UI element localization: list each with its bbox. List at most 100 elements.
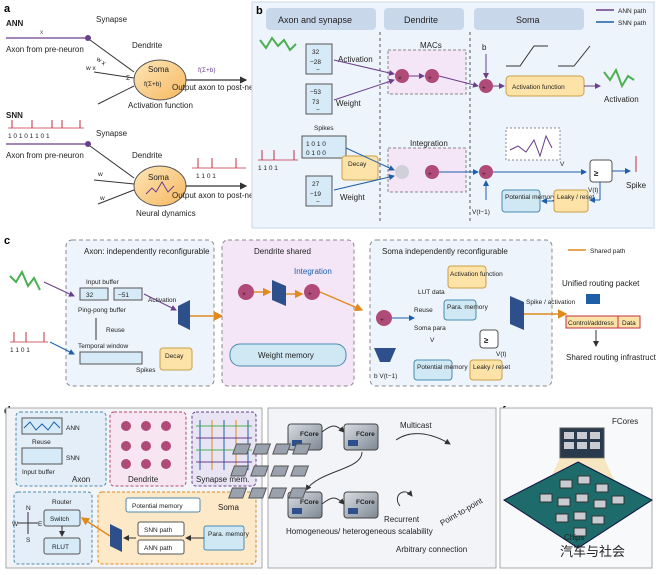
snn-input-bits: 1 0 1 0 1 1 0 1 xyxy=(8,133,50,140)
fcore-label-3: FCore xyxy=(300,499,319,506)
panel-a-letter: a xyxy=(4,3,11,15)
fcore-label-1: FCore xyxy=(300,431,319,438)
ann-output-func: f(Σ+b) xyxy=(198,67,216,74)
b-spike-bits: 1 1 0 1 xyxy=(258,165,278,172)
d-synapse-label: Synapse mem. xyxy=(196,475,249,484)
snn-synapse-dot xyxy=(85,141,91,147)
c-weight-memory-label: Weight memory xyxy=(258,351,314,360)
snn-input-spikes xyxy=(8,120,84,129)
spike-out-label: Spike xyxy=(626,181,647,190)
snn-output-bits: 1 1 0 1 xyxy=(196,173,216,180)
c-soma-out-mux xyxy=(510,296,524,330)
c-integration-label: Integration xyxy=(294,267,332,276)
e-link-1 xyxy=(321,425,345,433)
c-decay-box xyxy=(159,347,193,371)
c-vth: V xyxy=(430,337,435,344)
c-soma-mux xyxy=(374,348,396,362)
snn-output-spikes xyxy=(192,158,246,169)
c-add-node xyxy=(304,284,320,300)
c-axon-title: Axon: independently reconfigurable xyxy=(84,247,210,256)
d-dendrite-label: Dendrite xyxy=(128,475,159,484)
snn-w-val-2: − xyxy=(316,199,320,206)
b-spike-input xyxy=(258,150,298,161)
c-spikes-label: Spikes xyxy=(136,367,156,374)
b-vt1: V(t−1) xyxy=(472,209,490,216)
c-potential-memory-label: Potential memory xyxy=(417,364,468,371)
f-board xyxy=(503,461,653,549)
panel-b-letter: b xyxy=(256,5,263,17)
c-comparator xyxy=(479,329,499,349)
ann-x1: x xyxy=(40,29,44,36)
e-multicast-label: Multicast xyxy=(400,421,432,430)
weight-label: Weight xyxy=(336,99,362,108)
c-snn-in-arrow xyxy=(49,341,75,355)
d-snn-label: SNN xyxy=(66,455,80,462)
legend-ann-label: ANN path xyxy=(618,8,647,15)
panel-d: d ANN Reuse SNN Input buffer Axon Dendri… xyxy=(4,405,263,569)
d-ann-wave-box xyxy=(21,417,63,435)
spike-grid-row1: 1 0 1 0 xyxy=(306,141,326,148)
d-ann-path: ANN path xyxy=(144,545,173,552)
compass-w: W xyxy=(12,521,19,528)
d-router-label: Router xyxy=(52,499,72,506)
c-add-glyph: + xyxy=(308,291,312,298)
b-vt: V(t) xyxy=(588,187,598,194)
e-recurrent-label: Recurrent xyxy=(384,515,420,524)
snn-dynamics-trace xyxy=(145,181,175,195)
c-add-to-soma xyxy=(319,291,364,312)
activation-out-label: Activation xyxy=(604,95,639,104)
f-chips-label: Chips xyxy=(564,533,584,542)
comparator-glyph: ≥ xyxy=(594,169,599,178)
snn-soma-label: Soma xyxy=(148,173,169,182)
col-soma-header xyxy=(474,8,584,30)
c-mul-node xyxy=(238,284,254,300)
c-potential-memory xyxy=(413,359,453,381)
w-to-mul xyxy=(333,78,395,101)
compass-n: N xyxy=(26,505,31,512)
e-link-3 xyxy=(321,497,345,505)
d-rlut-box xyxy=(43,537,81,555)
col-axon-label: Axon and synapse xyxy=(278,15,352,25)
synapse-dot xyxy=(85,35,91,41)
snn-soma-add-glyph: + xyxy=(482,171,486,178)
snnw-to-mul xyxy=(333,174,395,191)
activation-label: Activation xyxy=(338,55,373,64)
panel-a: a ANN x Synapse Axon from pre-neuron w x… xyxy=(4,3,269,218)
snn-dendrite-branch-3 xyxy=(97,189,135,205)
spike-to-mul xyxy=(345,147,395,171)
membrane-trace xyxy=(509,134,553,158)
c-b-vt1: b V(t−1) xyxy=(374,373,397,380)
c-buf-a xyxy=(79,287,109,301)
ann-soma-label: Soma xyxy=(148,65,169,74)
d-ann-wave xyxy=(23,421,61,431)
ann-input-wave xyxy=(259,36,297,52)
e-multicast-arrow xyxy=(395,433,451,445)
d-soma-label: Soma xyxy=(218,503,239,512)
f-fcores-label: FCores xyxy=(612,417,638,426)
c-activation-fn-label: Activation function xyxy=(450,271,503,278)
snn-w-val-0: 27 xyxy=(312,181,320,188)
fcore-chip-2 xyxy=(343,423,379,451)
decay-box xyxy=(341,155,379,181)
c-input-buffer: Input buffer xyxy=(86,279,120,286)
fcore-chip-4 xyxy=(343,491,379,519)
d-input-buffer: Input buffer xyxy=(22,469,56,476)
d-snn-path-box xyxy=(137,521,185,537)
b-potential-memory-label: Potential memory xyxy=(505,194,556,201)
f-fcore-grid-zoom xyxy=(559,427,605,459)
ann-dendrite-branch-3 xyxy=(97,85,135,105)
snn-dendrite-branch-1 xyxy=(89,145,135,179)
w-val-2: − xyxy=(316,107,320,114)
envelope-icon xyxy=(586,294,600,304)
bias-add-node xyxy=(479,79,493,93)
c-reuse: Reuse xyxy=(106,327,125,334)
fcore-label-2: FCore xyxy=(356,431,375,438)
c-comparator-glyph: ≥ xyxy=(484,336,489,345)
spike-grid-row2: 0 1 0 0 xyxy=(306,150,326,157)
snn-w-val-1: −19 xyxy=(310,191,321,198)
c-soma-para: Soma para xyxy=(414,325,446,332)
e-arbitrary-label: Arbitrary connection xyxy=(396,545,467,554)
sigmoid-glyph-1 xyxy=(506,45,548,67)
ann-dendrite-branch-2 xyxy=(93,71,135,79)
